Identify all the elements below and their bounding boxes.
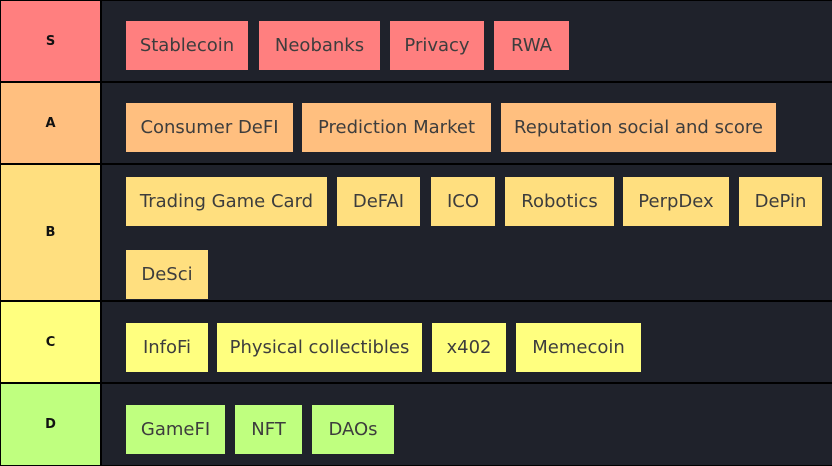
tier-item[interactable]: Physical collectibles (217, 323, 422, 372)
tier-row-c: C InfoFi Physical collectibles x402 Meme… (0, 302, 832, 382)
tier-item[interactable]: DePin (739, 177, 822, 226)
tier-items-s[interactable]: Stablecoin Neobanks Privacy RWA (102, 1, 832, 81)
tier-items-a[interactable]: Consumer DeFI Prediction Market Reputati… (102, 83, 832, 163)
tier-row-a: A Consumer DeFI Prediction Market Reputa… (0, 83, 832, 163)
tier-item[interactable]: Reputation social and score (501, 103, 776, 152)
tier-item[interactable]: ICO (431, 177, 495, 226)
tier-item[interactable]: x402 (432, 323, 506, 372)
tier-item[interactable]: Prediction Market (302, 103, 491, 152)
tier-item[interactable]: Consumer DeFI (126, 103, 293, 152)
tier-item[interactable]: InfoFi (126, 323, 208, 372)
tier-item[interactable]: RWA (494, 21, 569, 70)
tier-item[interactable]: DeSci (126, 250, 208, 299)
tier-item[interactable]: Privacy (390, 21, 484, 70)
tier-item[interactable]: PerpDex (623, 177, 729, 226)
tier-item[interactable]: GameFI (126, 405, 225, 454)
tier-label-s[interactable]: S (1, 1, 100, 81)
tier-items-c[interactable]: InfoFi Physical collectibles x402 Memeco… (102, 302, 832, 382)
tier-item[interactable]: Trading Game Card (126, 177, 327, 226)
tier-item[interactable]: Stablecoin (126, 21, 248, 70)
tier-row-d: D GameFI NFT DAOs (0, 384, 832, 465)
tier-item[interactable]: DeFAI (337, 177, 420, 226)
tier-item[interactable]: DAOs (312, 405, 394, 454)
tier-item[interactable]: Neobanks (259, 21, 380, 70)
tier-items-d[interactable]: GameFI NFT DAOs (102, 384, 832, 465)
tier-label-c[interactable]: C (1, 302, 100, 382)
tier-row-b: B Trading Game Card DeFAI ICO Robotics P… (0, 165, 832, 300)
tier-items-b[interactable]: Trading Game Card DeFAI ICO Robotics Per… (102, 165, 832, 300)
tier-item[interactable]: Memecoin (516, 323, 641, 372)
tier-row-s: S Stablecoin Neobanks Privacy RWA (0, 1, 832, 81)
tier-label-a[interactable]: A (1, 83, 100, 163)
tier-item[interactable]: Robotics (505, 177, 614, 226)
tier-item[interactable]: NFT (235, 405, 302, 454)
tier-label-d[interactable]: D (1, 384, 100, 465)
tier-label-b[interactable]: B (1, 165, 100, 300)
